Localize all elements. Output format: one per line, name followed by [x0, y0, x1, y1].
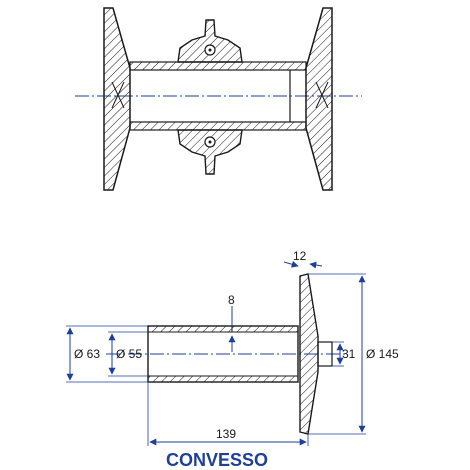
bearing-ball-bottom-center — [208, 140, 212, 144]
top-view — [75, 7, 362, 191]
tube-wall-top — [129, 61, 307, 71]
left-flange-diag-b — [111, 81, 125, 109]
tube-wall-upper — [147, 325, 299, 333]
bottom-flange — [299, 273, 319, 435]
dim-12-left-arrow — [283, 260, 299, 268]
tube-wall-lower — [147, 375, 299, 383]
dim-12-right-arrow — [309, 261, 323, 269]
dim-label-wall-thickness: 8 — [228, 293, 235, 307]
dim-label-inner-diameter-tube: Ø 55 — [116, 347, 142, 361]
bearing-housing-top — [177, 19, 243, 63]
dim-label-outer-diameter-tube: Ø 63 — [74, 347, 100, 361]
left-flange — [103, 7, 131, 191]
dim-label-hub-diameter: 31 — [342, 347, 356, 361]
right-flange-diag-b — [315, 81, 329, 109]
dim-label-flange-diameter: Ø 145 — [366, 347, 399, 361]
hub — [317, 341, 333, 367]
bearing-housing-bottom — [177, 129, 243, 175]
dim-label-length: 139 — [216, 427, 236, 441]
bottom-view: Ø 63 Ø 55 8 12 31 Ø 145 139 — [66, 249, 399, 446]
tube-wall-bottom — [129, 121, 307, 131]
right-flange — [305, 7, 333, 191]
bearing-ball-top-center — [208, 48, 212, 52]
caption: CONVESSO — [166, 450, 268, 470]
dim-label-flange-thickness: 12 — [293, 249, 307, 263]
